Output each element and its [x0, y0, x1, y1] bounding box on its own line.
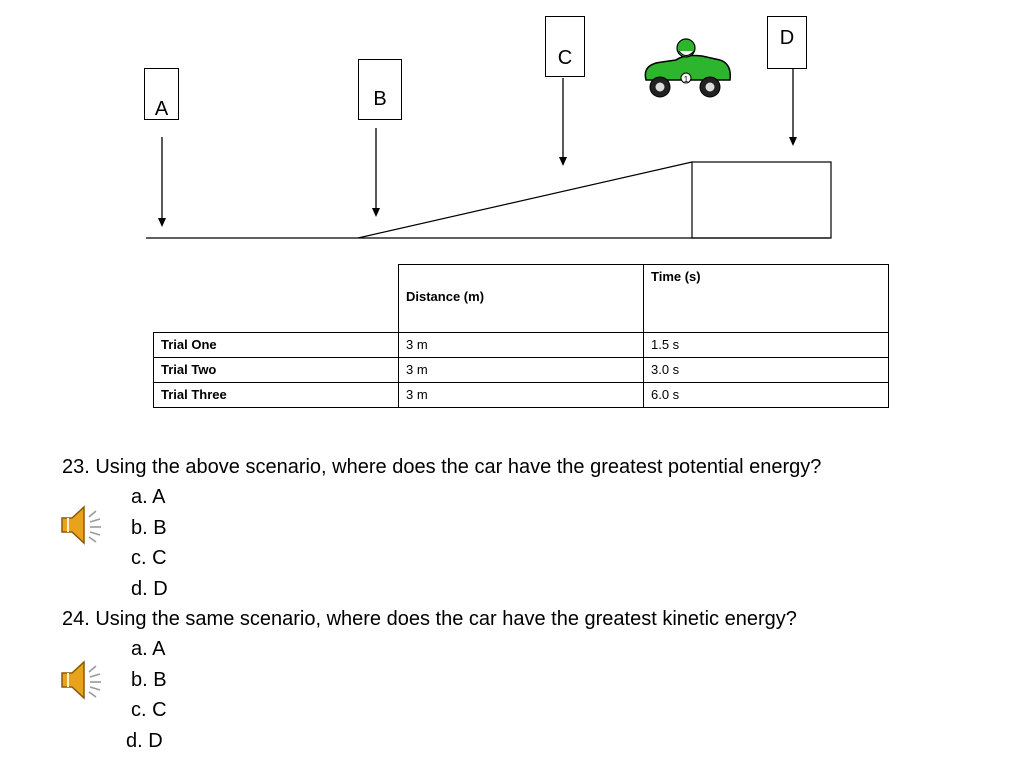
arrow-d — [789, 68, 797, 146]
label-b: B — [373, 88, 387, 110]
arrow-b — [372, 128, 380, 217]
question-23-text: 23. Using the above scenario, where does… — [62, 456, 822, 478]
label-c: C — [557, 47, 573, 69]
table-header-distance: Distance (m) — [398, 264, 644, 333]
option-c[interactable]: c. C — [131, 547, 167, 569]
table-cell-distance: 3 m — [398, 332, 644, 358]
label-a: A — [154, 98, 169, 120]
ramp-line — [357, 161, 693, 239]
arrow-a — [158, 137, 166, 227]
race-car-icon — [644, 38, 732, 98]
speaker-icon[interactable] — [58, 500, 108, 550]
table-cell-time: 1.5 s — [643, 332, 889, 358]
car-number: 1 — [684, 75, 689, 84]
option-b[interactable]: b. B — [131, 668, 167, 691]
table-cell-distance: 3 m — [398, 382, 644, 408]
table-header-empty — [153, 264, 399, 333]
table-cell-trial: Trial Three — [153, 382, 399, 408]
table-cell-distance: 3 m — [398, 357, 644, 383]
table-header-time: Time (s) — [643, 264, 889, 333]
question-24-options: a. A b. B c. C d. D — [126, 634, 167, 756]
option-a[interactable]: a. A — [131, 638, 166, 660]
label-box-c: C — [545, 16, 585, 77]
question-24-text: 24. Using the same scenario, where does … — [62, 608, 797, 630]
label-d: D — [779, 27, 795, 49]
option-d[interactable]: d. D — [131, 577, 168, 600]
option-a[interactable]: a. A — [131, 486, 166, 508]
table-row: Trial Two 3 m 3.0 s — [153, 357, 889, 383]
speaker-icon[interactable] — [58, 655, 108, 705]
table-cell-time: 6.0 s — [643, 382, 889, 408]
label-box-d: D — [767, 16, 807, 69]
trials-table: Distance (m) Time (s) Trial One 3 m 1.5 … — [153, 264, 889, 408]
table-cell-time: 3.0 s — [643, 357, 889, 383]
option-d[interactable]: d. D — [126, 729, 163, 752]
table-header-row: Distance (m) Time (s) — [153, 264, 889, 333]
label-box-b: B — [358, 59, 402, 120]
arrow-c — [559, 78, 567, 166]
platform-box — [691, 161, 832, 239]
table-row: Trial One 3 m 1.5 s — [153, 332, 889, 358]
table-cell-trial: Trial Two — [153, 357, 399, 383]
ramp-diagram: 1 — [146, 38, 832, 239]
option-c[interactable]: c. C — [131, 699, 167, 721]
table-row: Trial Three 3 m 6.0 s — [153, 382, 889, 408]
label-box-a: A — [144, 68, 179, 120]
table-cell-trial: Trial One — [153, 332, 399, 358]
question-23-options: a. A b. B c. C d. D — [131, 482, 168, 604]
option-b[interactable]: b. B — [131, 516, 167, 539]
